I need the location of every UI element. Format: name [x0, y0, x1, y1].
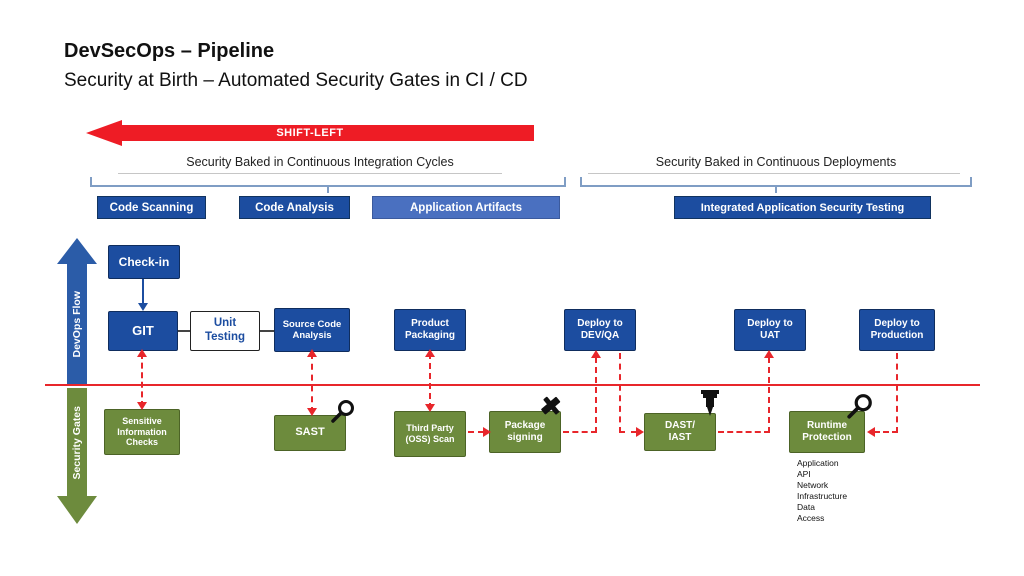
arrowhead-icon — [307, 408, 317, 416]
jackhammer-icon — [701, 390, 719, 416]
unittesting-sca-connector — [260, 330, 274, 332]
node-label: Deploy to Production — [870, 318, 924, 341]
git-unittesting-connector — [178, 330, 190, 332]
edge-deploy-devqa-dast-h — [619, 431, 637, 433]
stage-label-application-artifacts: Application Artifacts — [372, 196, 560, 219]
arrowhead-icon — [307, 349, 317, 357]
edge-dast-deploy-uat-h — [718, 431, 770, 433]
node-deploy-dev-qa: Deploy to DEV/QA — [564, 309, 636, 351]
arrowhead-icon — [425, 404, 435, 412]
node-label: Unit Testing — [204, 317, 246, 343]
cd-bracket-tick-right — [970, 177, 972, 187]
devops-security-separator-line — [45, 384, 980, 386]
security-gates-arrowhead — [57, 496, 97, 524]
list-item: Application — [797, 458, 839, 468]
devops-flow-arrowhead — [57, 238, 97, 264]
edge-git-sensitive-checks — [141, 353, 143, 407]
security-gates-axis: Security Gates — [67, 388, 87, 498]
edge-packaging-oss-scan — [429, 353, 431, 409]
cd-section-label: Security Baked in Continuous Deployments — [655, 155, 897, 169]
edge-oss-scan-package-signing — [468, 431, 484, 433]
runtime-protection-scope-list: Application API Network Infrastructure D… — [797, 458, 847, 524]
node-sensitive-information-checks: Sensitive Information Checks — [104, 409, 180, 455]
stage-label-text: Integrated Application Security Testing — [700, 201, 905, 214]
cd-bracket-tick-left — [580, 177, 582, 187]
ci-bracket-tick-left — [90, 177, 92, 187]
ci-bracket-tick-center — [327, 185, 329, 193]
page-subtitle: Security at Birth – Automated Security G… — [64, 70, 528, 91]
node-check-in: Check-in — [108, 245, 180, 279]
magnifier-icon — [847, 394, 872, 419]
stage-label-code-analysis: Code Analysis — [239, 196, 350, 219]
cd-bracket-tick-center — [775, 185, 777, 193]
node-label: Runtime Protection — [802, 420, 852, 443]
node-unit-testing: Unit Testing — [190, 311, 260, 351]
node-product-packaging: Product Packaging — [394, 309, 466, 351]
edge-package-signing-deploy-devqa-v — [595, 357, 597, 433]
node-third-party-oss-scan: Third Party (OSS) Scan — [394, 411, 466, 457]
shift-left-arrow-icon — [86, 120, 534, 146]
edge-sca-sast — [311, 353, 313, 413]
edge-deploy-prod-runtime-h — [874, 431, 898, 433]
cd-underline — [588, 173, 960, 174]
list-item: API — [797, 469, 811, 479]
stage-label-integrated-app-security-testing: Integrated Application Security Testing — [674, 196, 931, 219]
shift-left-label: SHIFT-LEFT — [276, 127, 344, 139]
arrowhead-icon — [867, 427, 875, 437]
devops-flow-label: DevOps Flow — [71, 290, 83, 358]
arrowhead-icon — [137, 349, 147, 357]
arrowhead-icon — [425, 349, 435, 357]
node-label: Package signing — [504, 420, 546, 443]
node-deploy-production: Deploy to Production — [859, 309, 935, 351]
node-label: Third Party (OSS) Scan — [405, 423, 455, 444]
node-git: GIT — [108, 311, 178, 351]
arrowhead-icon — [483, 427, 491, 437]
node-label: Deploy to DEV/QA — [577, 318, 623, 341]
node-label: Source Code Analysis — [282, 318, 342, 341]
checkin-git-connector — [142, 279, 144, 305]
list-item: Network — [797, 480, 829, 490]
node-label: Check-in — [118, 254, 170, 269]
magnifier-icon — [331, 400, 354, 423]
edge-deploy-prod-runtime-v — [896, 353, 898, 433]
edge-package-signing-deploy-devqa-h — [563, 431, 597, 433]
node-label: Sensitive Information Checks — [117, 415, 167, 448]
checkin-git-arrowhead-icon — [138, 303, 148, 311]
devops-flow-axis: DevOps Flow — [67, 262, 87, 386]
node-runtime-protection: Runtime Protection — [789, 411, 865, 453]
stage-label-text: Application Artifacts — [409, 201, 523, 214]
list-item: Data — [797, 502, 815, 512]
stage-label-text: Code Scanning — [109, 201, 194, 214]
node-dast-iast: DAST/ IAST — [644, 413, 716, 451]
arrowhead-icon — [764, 350, 774, 358]
node-label: SAST — [295, 426, 325, 439]
arrowhead-icon — [591, 350, 601, 358]
ci-bracket-tick-right — [564, 177, 566, 187]
arrowhead-icon — [636, 427, 644, 437]
node-source-code-analysis: Source Code Analysis — [274, 308, 350, 352]
node-label: Deploy to UAT — [747, 318, 793, 341]
stage-label-code-scanning: Code Scanning — [97, 196, 206, 219]
arrowhead-icon — [137, 402, 147, 410]
ci-section-label: Security Baked in Continuous Integration… — [186, 155, 454, 169]
node-label: Product Packaging — [404, 318, 456, 341]
node-label: DAST/ IAST — [665, 420, 695, 443]
page-title: DevSecOps – Pipeline — [64, 40, 275, 62]
ci-underline — [118, 173, 502, 174]
list-item: Access — [797, 513, 825, 523]
security-gates-label: Security Gates — [71, 406, 83, 480]
stage-label-text: Code Analysis — [255, 201, 334, 214]
node-deploy-uat: Deploy to UAT — [734, 309, 806, 351]
edge-dast-deploy-uat-v — [768, 357, 770, 433]
edge-deploy-devqa-dast-v — [619, 353, 621, 433]
node-label: GIT — [132, 323, 154, 339]
list-item: Infrastructure — [797, 491, 848, 501]
hammer-icon — [541, 396, 561, 415]
